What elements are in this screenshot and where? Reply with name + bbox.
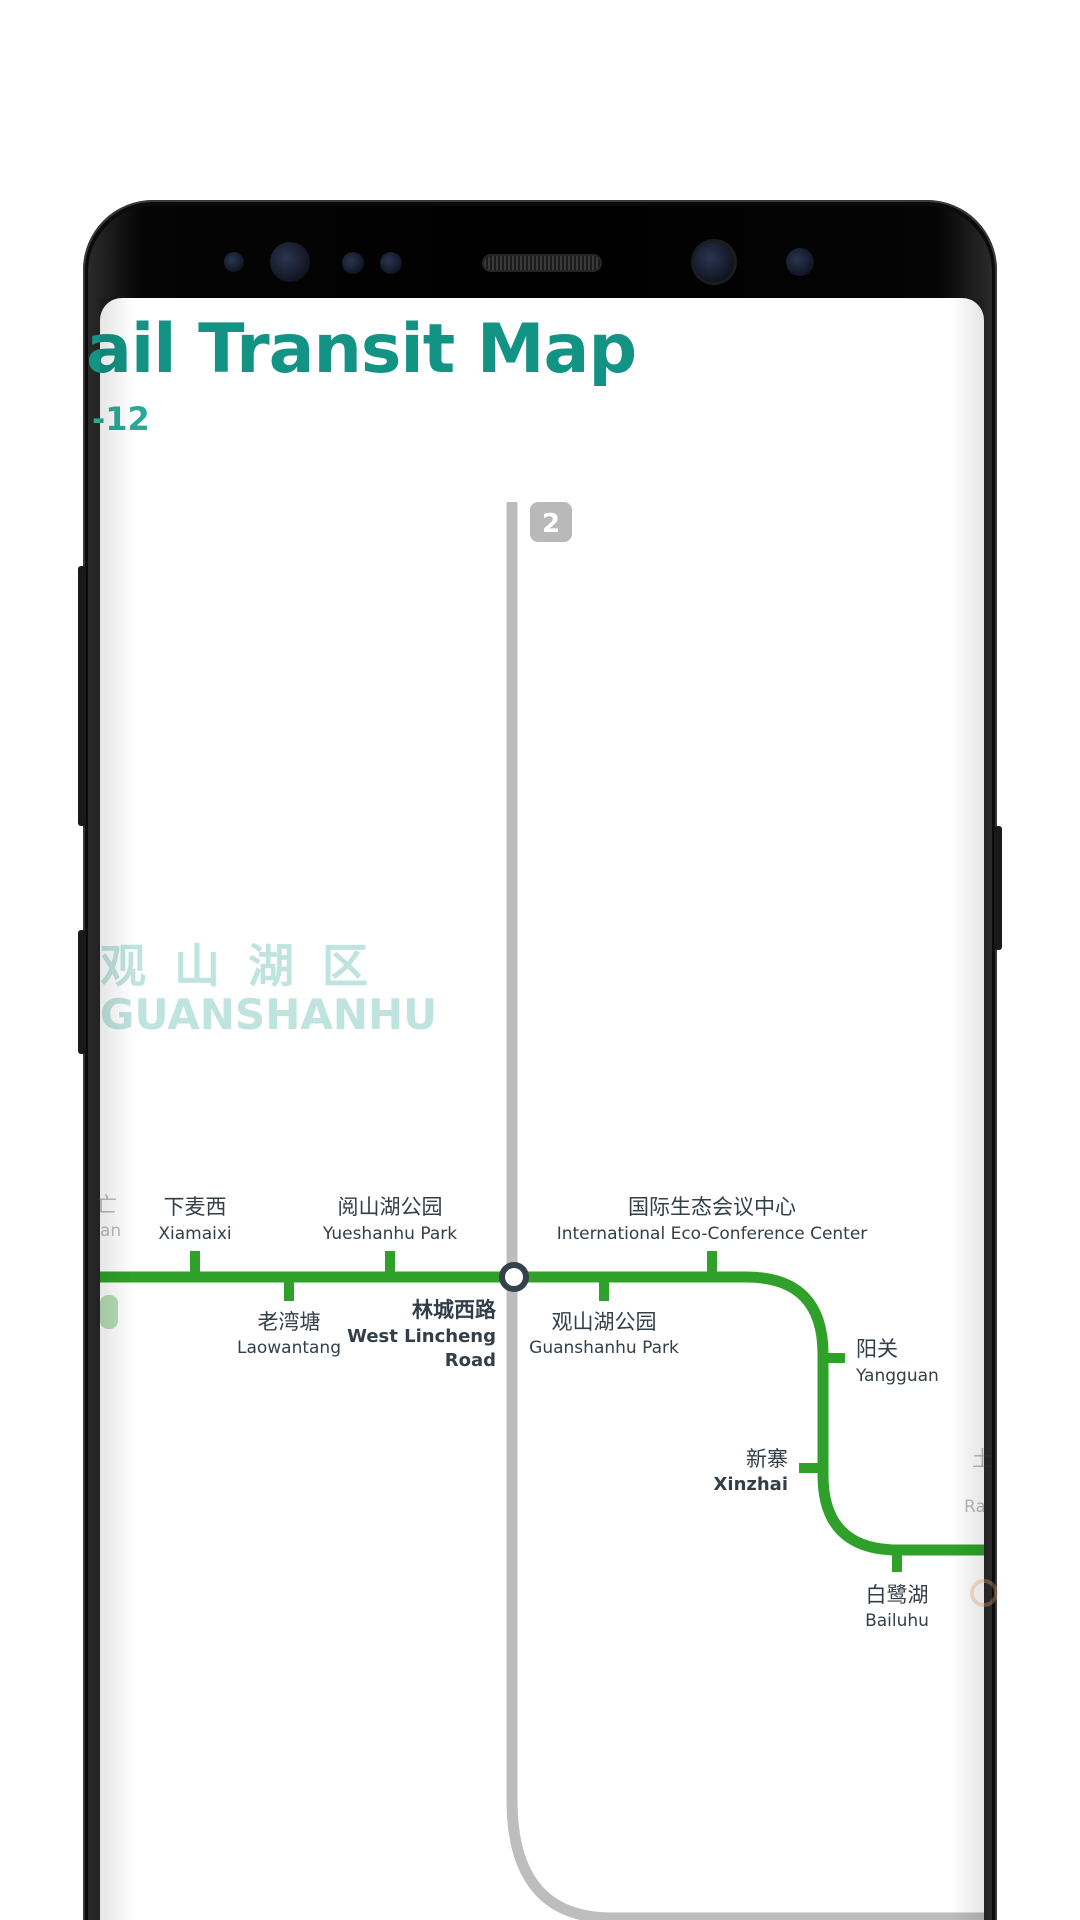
station-label-en[interactable]: Bailuhu (865, 1611, 929, 1631)
map-subtitle: -12 (92, 400, 150, 438)
station-label-cn[interactable]: 国际生态会议中心 (628, 1195, 796, 1219)
station-label-cn[interactable]: 阳关 (856, 1337, 898, 1361)
light-sensor-icon (342, 252, 364, 274)
front-camera-icon (694, 242, 734, 282)
volume-button (78, 566, 86, 826)
interchange-label-en-line2[interactable]: Road (445, 1350, 496, 1371)
district-label-en: GUANSHANHU (100, 990, 438, 1039)
station-label-cn[interactable]: 新寨 (746, 1447, 788, 1471)
station-label-en[interactable]: Laowantang (237, 1338, 341, 1358)
screen (100, 298, 984, 1920)
station-tick-bailuhu[interactable] (892, 1550, 902, 1572)
interchange-station-icon[interactable] (499, 1262, 529, 1292)
station-label-en[interactable]: Yueshanhu Park (322, 1224, 457, 1244)
station-tick-laowantang[interactable] (284, 1277, 294, 1301)
interchange-label-en[interactable]: West Lincheng (347, 1326, 496, 1347)
ambient-sensor-icon (380, 252, 402, 274)
power-button (994, 826, 1002, 950)
station-label-en[interactable]: International Eco-Conference Center (557, 1224, 868, 1244)
iris-camera-icon (270, 242, 310, 282)
station-label-cn[interactable]: 白鹭湖 (866, 1583, 929, 1607)
partial-station-en-left: an (100, 1221, 121, 1241)
line-2-badge[interactable]: 2 (530, 502, 572, 542)
partial-station-cn-left: 亡 (96, 1193, 117, 1217)
station-tick-xiamaixi[interactable] (190, 1251, 200, 1279)
line-2-track[interactable] (506, 502, 984, 1920)
iris-led-icon (786, 248, 814, 276)
partial-interchange-icon (970, 1579, 998, 1607)
line-1-badge-partial (100, 1295, 118, 1329)
station-label-cn[interactable]: 老湾塘 (258, 1310, 321, 1334)
station-tick-guanshanhu-park[interactable] (599, 1277, 609, 1301)
district-label-cn: 观山湖区 (100, 939, 396, 993)
line-2-badge-label: 2 (542, 509, 560, 539)
station-tick-yangguan[interactable] (823, 1353, 845, 1363)
station-tick-xinzhai[interactable] (799, 1463, 823, 1473)
station-label-en[interactable]: Xinzhai (714, 1474, 788, 1495)
line-1-track[interactable] (100, 1271, 984, 1556)
station-label-en[interactable]: Yangguan (855, 1366, 939, 1386)
station-label-cn[interactable]: 观山湖公园 (552, 1310, 657, 1334)
map-title: ail Transit Map (86, 310, 637, 389)
station-label-en[interactable]: Guanshanhu Park (529, 1338, 679, 1358)
station-label-cn[interactable]: 阅山湖公园 (338, 1195, 443, 1219)
station-tick-eco-conference[interactable] (707, 1251, 717, 1279)
station-tick-yueshanhu-park[interactable] (385, 1251, 395, 1279)
station-label-cn[interactable]: 下麦西 (164, 1195, 227, 1219)
partial-station-en-right: Ra (964, 1497, 986, 1517)
interchange-label-cn[interactable]: 林城西路 (412, 1298, 497, 1322)
partial-station-cn-right: 土 (972, 1447, 993, 1471)
earpiece-speaker-icon (484, 256, 600, 270)
bixby-button (78, 930, 86, 1054)
station-label-en[interactable]: Xiamaixi (158, 1224, 231, 1244)
proximity-sensor-icon (224, 252, 244, 272)
